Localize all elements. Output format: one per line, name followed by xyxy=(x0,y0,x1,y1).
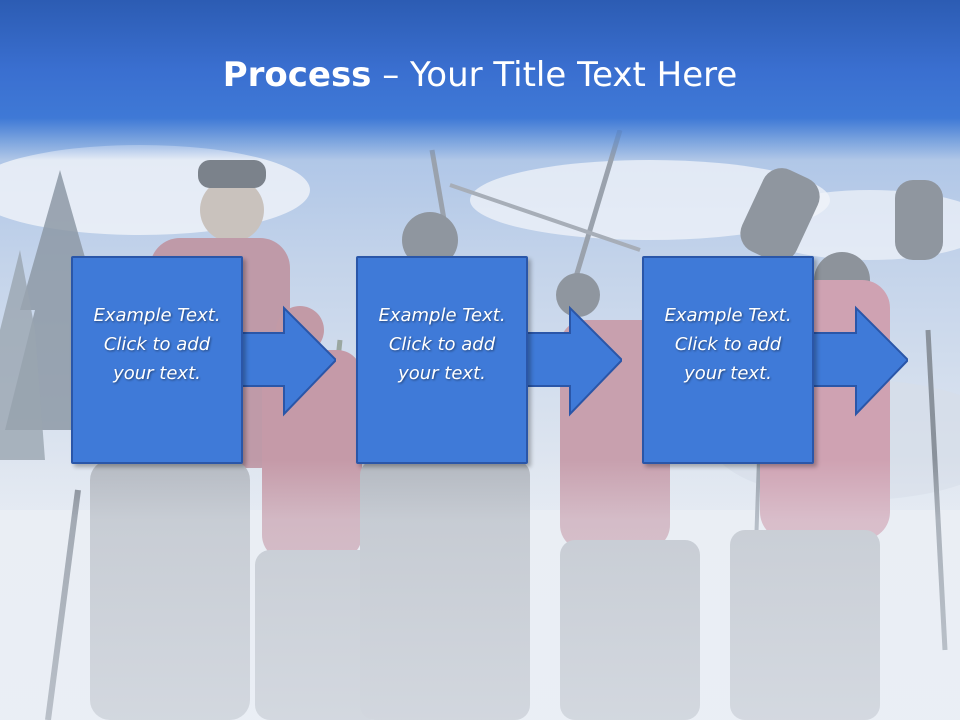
step-1-line-2: Click to add xyxy=(103,333,211,355)
step-1-text: Example Text. Click to add your text. xyxy=(77,301,237,388)
step-2-line-1: Example Text. xyxy=(378,304,506,326)
process-step-2[interactable]: Example Text. Click to add your text. xyxy=(356,256,528,464)
slide-title[interactable]: Process – Your Title Text Here xyxy=(0,50,960,100)
process-step-3[interactable]: Example Text. Click to add your text. xyxy=(642,256,814,464)
arrow-3-icon xyxy=(808,305,908,417)
step-2-line-3: your text. xyxy=(398,362,486,384)
title-rest: – Your Title Text Here xyxy=(371,55,738,95)
step-1-line-3: your text. xyxy=(113,362,201,384)
arrow-1-icon xyxy=(236,305,336,417)
step-1-line-1: Example Text. xyxy=(93,304,221,326)
photo-reflection-fade xyxy=(0,460,960,720)
title-bold: Process xyxy=(222,55,372,95)
process-step-1[interactable]: Example Text. Click to add your text. xyxy=(71,256,243,464)
step-3-line-2: Click to add xyxy=(674,333,782,355)
step-3-line-1: Example Text. xyxy=(664,304,792,326)
step-2-line-2: Click to add xyxy=(388,333,496,355)
step-3-text: Example Text. Click to add your text. xyxy=(648,301,808,388)
title-band xyxy=(0,0,960,160)
step-2-text: Example Text. Click to add your text. xyxy=(362,301,522,388)
arrow-2-icon xyxy=(522,305,622,417)
step-3-line-3: your text. xyxy=(684,362,772,384)
